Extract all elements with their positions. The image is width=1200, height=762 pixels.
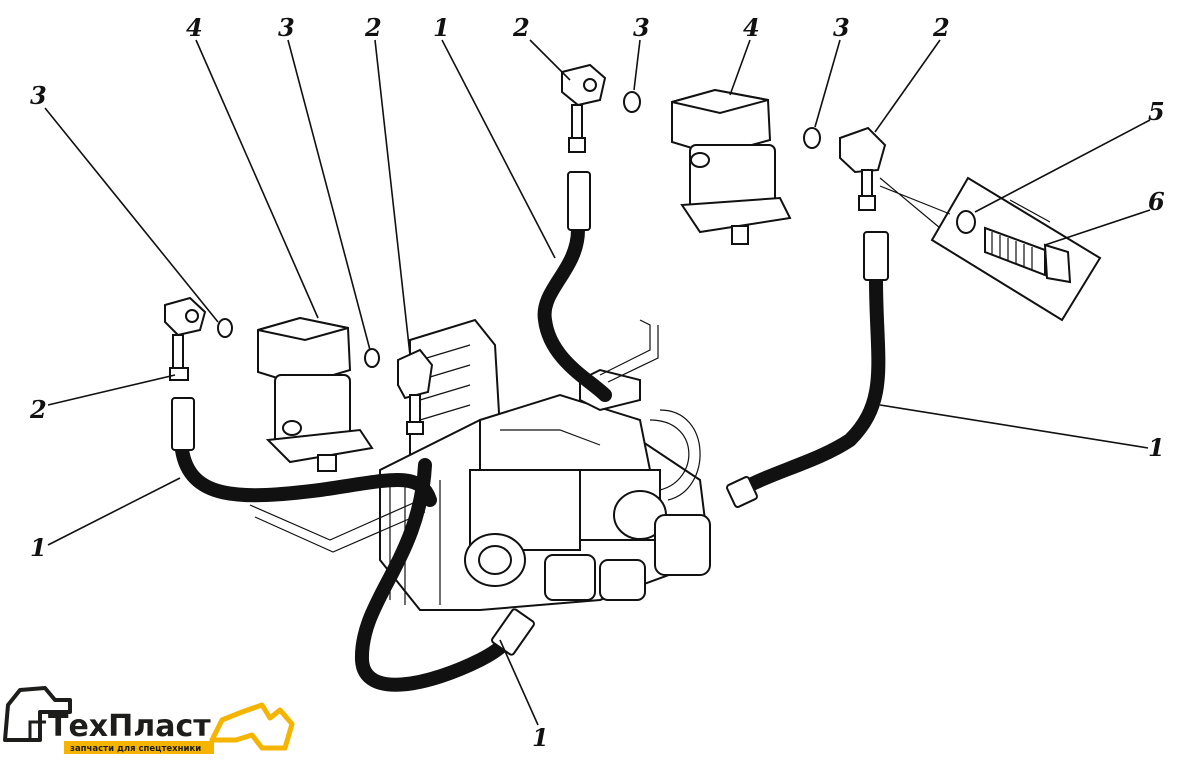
fitting-center-left (397, 348, 434, 435)
callout-4-left: 4 (186, 13, 203, 42)
detail-inset (879, 176, 1102, 322)
fitting-left (164, 296, 207, 381)
excavator-icon (3, 686, 72, 742)
callout-4-right: 4 (743, 13, 760, 42)
o-ring-center (364, 348, 380, 368)
callout-2-right: 2 (932, 13, 950, 42)
hose-upper-center (537, 171, 612, 402)
techplast-logo: ТехПласт запчасти для спецтехники (3, 686, 295, 754)
callout-3-right: 3 (833, 13, 850, 42)
callout-1-left: 1 (30, 533, 47, 562)
loader-arm-icon (209, 702, 295, 751)
hose-lower (354, 458, 535, 692)
hose-right (726, 231, 889, 508)
logo-brand: ТехПласт (48, 709, 211, 744)
callout-2-left: 2 (29, 395, 47, 424)
filter-right (671, 88, 792, 245)
leader-lines (44, 39, 1151, 726)
callout-1-right: 1 (1148, 433, 1165, 462)
fitting-top (561, 63, 607, 153)
callout-3-center: 3 (278, 13, 295, 42)
callout-1-top: 1 (433, 13, 450, 42)
callout-5: 5 (1148, 97, 1165, 126)
o-ring-top (623, 91, 641, 113)
distributor-block (249, 318, 712, 611)
callout-labels: 3 4 3 2 1 2 3 4 3 2 5 6 2 1 1 1 (29, 13, 1165, 752)
callout-2-top: 2 (512, 13, 530, 42)
o-ring-right (803, 127, 821, 149)
fitting-right (839, 126, 887, 211)
callout-2-center: 2 (364, 13, 382, 42)
hose-left (171, 397, 437, 507)
washer (956, 210, 976, 234)
logo-tagline: запчасти для спецтехники (70, 744, 201, 754)
callout-3-left: 3 (30, 81, 47, 110)
callout-1-bottom: 1 (532, 723, 549, 752)
callout-3-top: 3 (633, 13, 650, 42)
filter-left (257, 316, 374, 472)
o-ring-left (217, 318, 233, 338)
callout-6: 6 (1148, 187, 1165, 216)
